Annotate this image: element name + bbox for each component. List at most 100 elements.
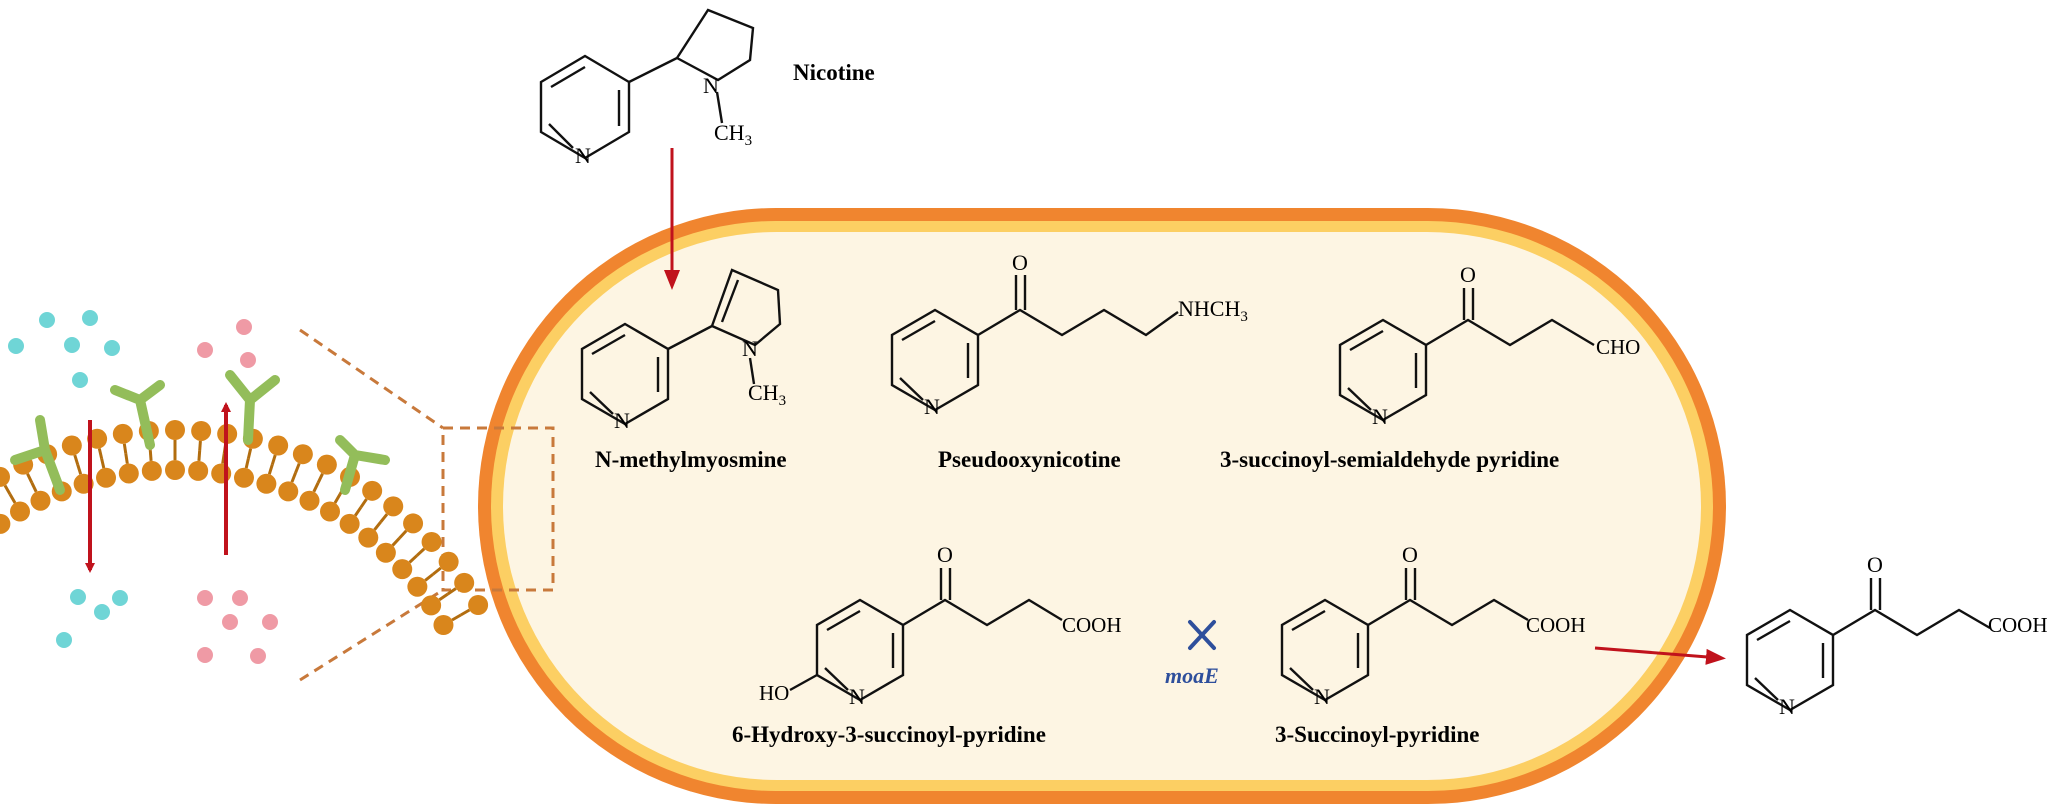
lipid-head — [0, 466, 10, 487]
lipid-tail — [354, 506, 363, 517]
lipid-tail — [373, 521, 382, 531]
sp-structure — [1280, 568, 1529, 702]
lipid-head — [339, 513, 360, 534]
membrane-zoom — [0, 310, 555, 682]
lipid-head — [278, 481, 299, 502]
lipid-head — [292, 444, 313, 465]
lipid-tail — [424, 573, 434, 582]
cyan-dot — [64, 337, 80, 353]
pseudooxynicotine-structure — [890, 275, 1179, 412]
lipid-tail — [391, 537, 401, 547]
ssp-n-pyridine: N — [1372, 404, 1388, 429]
label-pseudooxynicotine: Pseudooxynicotine — [938, 447, 1121, 472]
hsp-n-pyridine: N — [849, 684, 865, 709]
lipid-tail — [73, 454, 80, 466]
lipid-head — [403, 513, 424, 534]
lipid-head — [188, 460, 209, 481]
lipid-tail — [76, 464, 83, 475]
hsp-ho: HO — [759, 681, 789, 705]
lipid-tail — [290, 472, 297, 483]
lipid-tail — [124, 453, 129, 464]
lipid-head — [362, 480, 383, 501]
lipid-head — [211, 463, 232, 484]
lipid-tail — [267, 464, 274, 475]
nicotine-n-pyridine: N — [575, 143, 591, 168]
lipid-head — [118, 463, 139, 484]
cyan-dot — [112, 590, 128, 606]
lipid-head — [375, 542, 396, 563]
exported-sp-structure — [1745, 578, 1991, 712]
pink-dot — [197, 590, 213, 606]
lipid-head — [421, 595, 442, 616]
zoom-line-bottom — [299, 588, 444, 682]
glycan-chain — [10, 415, 65, 495]
lipid-tail — [198, 440, 202, 452]
lipid-tail — [30, 482, 38, 493]
ssp-o: O — [1460, 262, 1476, 287]
nicotine-structure — [539, 8, 755, 160]
lipid-tail — [359, 498, 368, 509]
ssp-cho: CHO — [1596, 335, 1640, 359]
pink-dot — [236, 319, 252, 335]
pink-dot — [197, 342, 213, 358]
lipid-tail — [270, 454, 277, 466]
poxn-n-pyridine: N — [924, 394, 940, 419]
lipid-tail — [100, 457, 106, 469]
label-hydroxy-succinoyl-pyridine: 6-Hydroxy-3-succinoyl-pyridine — [732, 722, 1046, 747]
glycan-chain — [110, 380, 165, 450]
lipid-head — [383, 496, 404, 517]
glycan-chains — [10, 370, 390, 495]
cytoplasm — [503, 232, 1701, 780]
lipid-tail — [294, 462, 301, 474]
pink-dot — [197, 647, 213, 663]
lipid-head — [299, 490, 320, 511]
lipid-head — [141, 460, 162, 481]
lipid-head — [358, 527, 379, 548]
sp-n-pyridine: N — [1314, 684, 1330, 709]
lipid-head — [392, 559, 413, 580]
lipid-tail — [316, 473, 324, 484]
ssp-structure — [1338, 288, 1595, 422]
glycan-chain — [225, 370, 280, 445]
lipid-head — [165, 420, 185, 440]
lipid-head — [30, 490, 51, 511]
glycan-chain — [335, 435, 390, 495]
cyan-dot — [39, 312, 55, 328]
cyan-dot — [70, 589, 86, 605]
pink-dot — [222, 614, 238, 630]
pink-dot — [262, 614, 278, 630]
lipid-tail — [398, 529, 408, 540]
blocked-x-icon — [1188, 620, 1216, 650]
exported-sp-o: O — [1867, 552, 1883, 577]
label-n-methylmyosmine: N-methylmyosmine — [595, 447, 787, 472]
lipid-tail — [148, 450, 153, 462]
label-nicotine: Nicotine — [793, 60, 875, 85]
sp-cooh: COOH — [1526, 613, 1586, 637]
lipid-head — [268, 435, 289, 456]
lipid-tail — [408, 554, 418, 564]
gene-label-moae: moaE — [1165, 663, 1219, 688]
lipid-head — [87, 428, 108, 449]
pink-dot — [250, 648, 266, 664]
nicotine-n-pyrrolidine: N — [703, 73, 719, 98]
lipid-tail — [97, 448, 104, 459]
lipid-head — [191, 420, 212, 441]
label-succinoyl-semialdehyde: 3-succinoyl-semialdehyde pyridine — [1220, 447, 1559, 472]
lipid-tail — [432, 566, 442, 576]
lipid-head — [433, 615, 454, 635]
cyan-dot — [8, 338, 24, 354]
exported-sp-cooh: COOH — [1988, 613, 2048, 637]
hsp-o: O — [937, 542, 953, 567]
cyan-dot — [82, 310, 98, 326]
nmm-ch3: CH3 — [748, 380, 786, 409]
nmm-n-ring: N — [742, 336, 758, 361]
exported-sp-n-pyridine: N — [1779, 694, 1795, 719]
pink-dot — [240, 352, 256, 368]
lipid-tail — [451, 613, 462, 622]
lipid-head — [0, 513, 11, 534]
lipid-tail — [438, 592, 449, 601]
lipid-head — [407, 576, 428, 597]
sp-o: O — [1402, 542, 1418, 567]
lipid-tail — [8, 493, 17, 504]
